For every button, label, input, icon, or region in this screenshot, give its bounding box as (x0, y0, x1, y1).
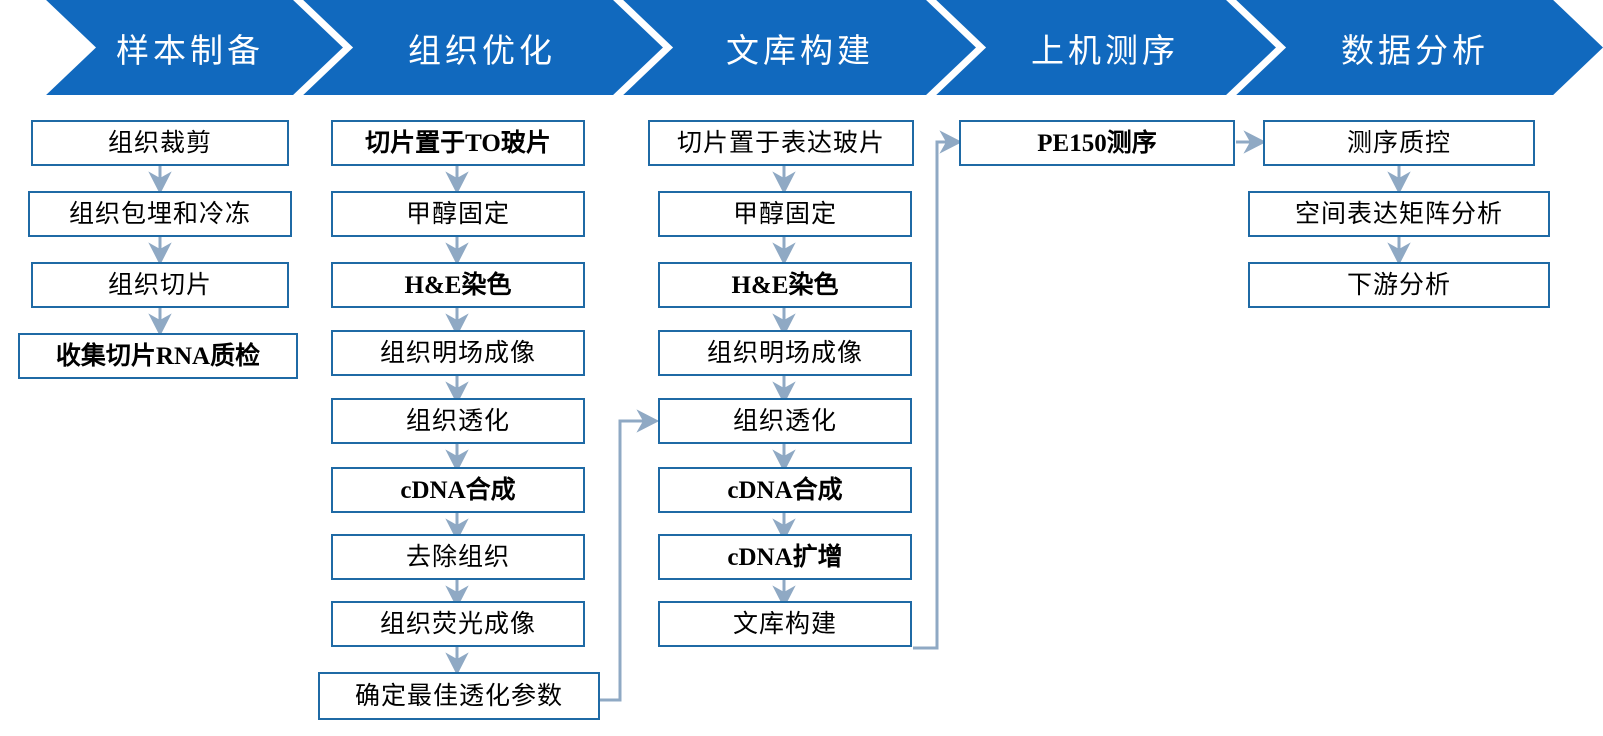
step-box[interactable]: 收集切片RNA质检 (18, 333, 298, 379)
link-library-to-sequencing (913, 130, 963, 650)
step-box[interactable]: cDNA合成 (331, 467, 585, 513)
step-box[interactable]: 下游分析 (1248, 262, 1550, 308)
step-box[interactable]: cDNA合成 (658, 467, 912, 513)
step-box[interactable]: 甲醇固定 (658, 191, 912, 237)
step-box[interactable]: 文库构建 (658, 601, 912, 647)
step-box[interactable]: cDNA扩增 (658, 534, 912, 580)
step-box[interactable]: 组织透化 (658, 398, 912, 444)
step-box[interactable]: 组织透化 (331, 398, 585, 444)
step-box[interactable]: 确定最佳透化参数 (318, 672, 600, 720)
step-box[interactable]: 空间表达矩阵分析 (1248, 191, 1550, 237)
step-box[interactable]: 组织包埋和冷冻 (28, 191, 292, 237)
step-box[interactable]: 切片置于表达玻片 (648, 120, 914, 166)
step-box[interactable]: 组织裁剪 (31, 120, 289, 166)
stage-banner: 样本制备 组织优化 文库构建 上机测序 数据分析 (0, 0, 1603, 95)
step-box[interactable]: 组织明场成像 (331, 330, 585, 376)
step-box[interactable]: 去除组织 (331, 534, 585, 580)
step-box[interactable]: 组织荧光成像 (331, 601, 585, 647)
step-box[interactable]: 组织明场成像 (658, 330, 912, 376)
step-box[interactable]: 测序质控 (1263, 120, 1535, 166)
step-box[interactable]: 甲醇固定 (331, 191, 585, 237)
step-box[interactable]: H&E染色 (331, 262, 585, 308)
step-box[interactable]: H&E染色 (658, 262, 912, 308)
step-box[interactable]: 切片置于TO玻片 (331, 120, 585, 166)
link-optimization-to-permeabilization (600, 409, 660, 702)
step-box[interactable]: PE150测序 (959, 120, 1235, 166)
step-box[interactable]: 组织切片 (31, 262, 289, 308)
